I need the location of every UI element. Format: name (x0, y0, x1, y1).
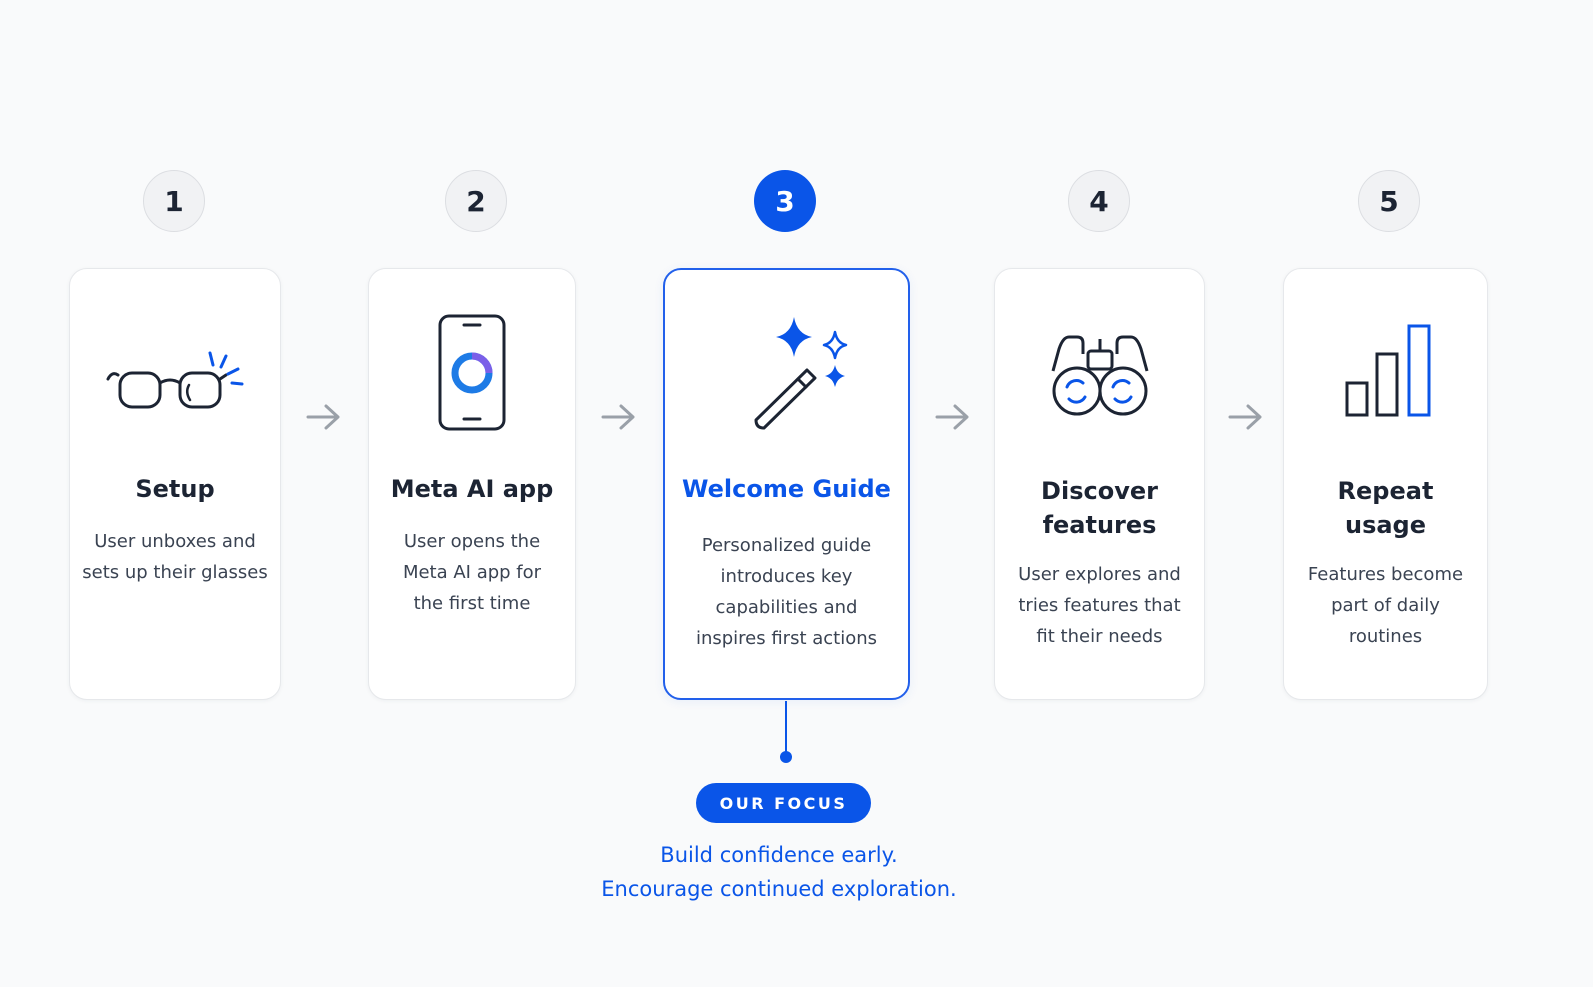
card-title: Welcome Guide (682, 475, 891, 503)
card-description: User unboxes and sets up their glasses (82, 531, 268, 583)
card-title: Meta AI app (390, 475, 554, 503)
focus-line-2: Encourage continued exploration. (601, 877, 957, 901)
step-card-repeat-usage: Repeat usage Features become part of dai… (1283, 268, 1488, 700)
arrow-right-icon (599, 400, 639, 434)
card-title: Repeat usage (1337, 477, 1434, 539)
card-description: Personalized guide introduces key capabi… (695, 535, 878, 649)
arrow-right-icon (1226, 400, 1266, 434)
phone-app-icon (397, 309, 547, 439)
card-title: Discover features (1041, 477, 1158, 539)
our-focus-badge: OUR FOCUS (696, 783, 871, 823)
magic-wand-icon (712, 310, 862, 440)
step-card-setup: Setup User unboxes and sets up their gla… (69, 268, 281, 700)
step-number-3: 3 (754, 170, 816, 232)
card-description: User opens the Meta AI app for the first… (402, 531, 542, 614)
bar-chart-icon (1311, 309, 1461, 439)
binoculars-icon (1025, 309, 1175, 439)
step-card-discover-features: Discover features User explores and trie… (994, 268, 1205, 700)
focus-connector-line (785, 701, 787, 755)
card-description: User explores and tries features that fi… (1018, 564, 1181, 647)
step-number-2: 2 (445, 170, 507, 232)
focus-line-1: Build confidence early. (660, 843, 898, 867)
arrow-right-icon (933, 400, 973, 434)
step-card-welcome-guide: Welcome Guide Personalized guide introdu… (663, 268, 910, 700)
step-number-4: 4 (1068, 170, 1130, 232)
step-card-meta-ai-app: Meta AI app User opens the Meta AI app f… (368, 268, 576, 700)
focus-connector-dot (780, 751, 792, 763)
card-description: Features become part of daily routines (1307, 564, 1464, 647)
step-number-1: 1 (143, 170, 205, 232)
glasses-icon (100, 309, 250, 439)
step-number-5: 5 (1358, 170, 1420, 232)
card-title: Setup (135, 475, 215, 503)
arrow-right-icon (304, 400, 344, 434)
